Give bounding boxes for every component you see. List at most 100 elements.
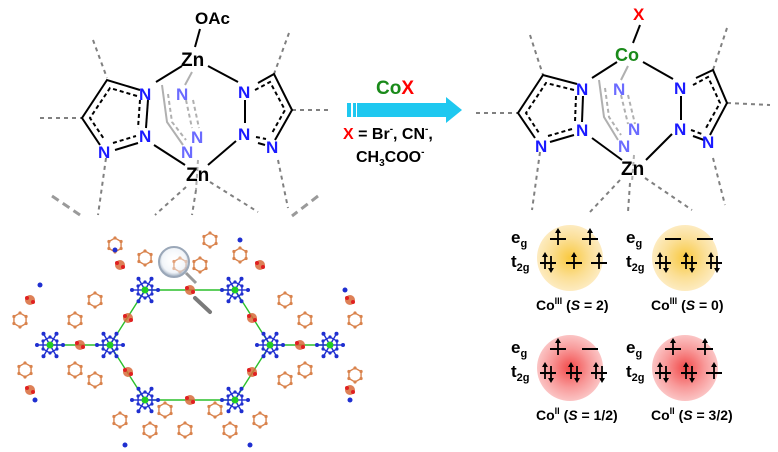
n-atom: N [576,80,588,99]
n-atom: N [702,133,714,152]
phenyl-ring [278,372,292,388]
mof-framework-illustration [12,231,363,448]
t2g-label: t2g [511,252,530,274]
phenyl-ring [88,372,102,388]
orbital-level [540,362,556,383]
n-atom: N [98,143,110,162]
arrow-tail-stripe [347,103,351,117]
acetate-label: CH3COO- [356,147,424,169]
magnifier-handle [193,296,212,314]
t2g-label: t2g [511,362,530,384]
phenyl-ring [348,312,362,328]
metal-node [141,286,149,294]
n-atom: N [238,125,250,144]
terminal-atom [237,237,243,243]
x-ligand-label: X [633,5,645,24]
x-symbol: X [343,126,354,143]
phenyl-ring [208,402,222,418]
orbital-level [655,362,671,383]
orbital-level [550,338,566,355]
n-atom: N [674,79,686,98]
x-equals-br: = Br [354,126,390,143]
eg-label: eg [626,228,642,250]
orbital-level [697,338,713,355]
reagent-co: Co [376,78,401,99]
metal-node [231,286,239,294]
metal-node [326,341,334,349]
terminal-atom [32,397,38,403]
n-atom-back: N [176,85,188,104]
phenyl-ring [68,362,82,378]
n-atom: N [576,121,588,140]
orbital-level [550,228,566,245]
eg-label: eg [511,338,527,360]
spin-state-circle [537,225,603,291]
n-atom-back: N [181,143,193,162]
spin-state-caption: CoIII (S = 0) [651,296,724,313]
eg-label: eg [511,228,527,250]
n-atom: N [139,85,151,104]
orbital-level [706,252,722,273]
phenyl-ring [143,422,157,438]
phenyl-ring [278,292,292,308]
phenyl-ring [18,362,32,378]
orbital-level [566,362,582,383]
phenyl-ring [348,367,362,383]
spin-state-caption: CoIII (S = 2) [536,296,609,313]
magnifier-lens-icon [158,246,190,278]
spin-state-circle [537,335,603,401]
terminal-atom [247,442,253,448]
terminal-atom [122,442,128,448]
orbital-level [681,362,697,383]
n-atom-back: N [191,128,203,147]
phenyl-ring [158,402,172,418]
phenyl-ring [233,247,247,263]
terminal-atom [37,282,43,288]
phenyl-ring [68,312,82,328]
eg-label: eg [626,338,642,360]
phenyl-ring [113,412,127,428]
n-atom-back: N [613,80,625,99]
terminal-atom [112,247,118,253]
terminal-atom [347,397,353,403]
t2g-label: t2g [626,252,645,274]
spin-state-circle [652,335,718,401]
metal-node [106,341,114,349]
spin-state-caption: CoII (S = 3/2) [651,406,733,423]
n-atom: N [674,120,686,139]
phenyl-ring [178,422,192,438]
svg-text:X = Br-, CN-,: X = Br-, CN-, [343,124,433,143]
metal-node [231,396,239,404]
phenyl-ring [88,292,102,308]
reagent-x: X [401,78,414,99]
co-label: Co [615,45,639,65]
phenyl-ring [223,422,237,438]
orbital-level [681,252,697,273]
orbital-level [591,362,607,383]
phenyl-ring [298,312,312,328]
zn-top-label: Zn [181,50,204,71]
orbital-level [566,252,582,269]
metal-node [46,341,54,349]
spin-state-caption: CoII (S = 1/2) [536,406,618,423]
spin-state-circle [652,225,718,291]
oac-label: OAc [195,9,230,28]
n-atom: N [535,137,547,156]
metal-node [266,341,274,349]
orbital-level [665,338,681,355]
t2g-label: t2g [626,362,645,384]
phenyl-ring [193,257,207,273]
left-zn-complex: OAc Zn Zn N N N N N N N N N [40,9,330,218]
phenyl-ring [203,232,217,248]
phenyl-ring [253,412,267,428]
right-co-complex: X Co Zn N N N N N N N N N [476,5,771,213]
zn-label: Zn [621,159,644,180]
phenyl-ring [13,312,27,328]
n-atom: N [266,138,278,157]
zn-bottom-label: Zn [186,165,209,186]
